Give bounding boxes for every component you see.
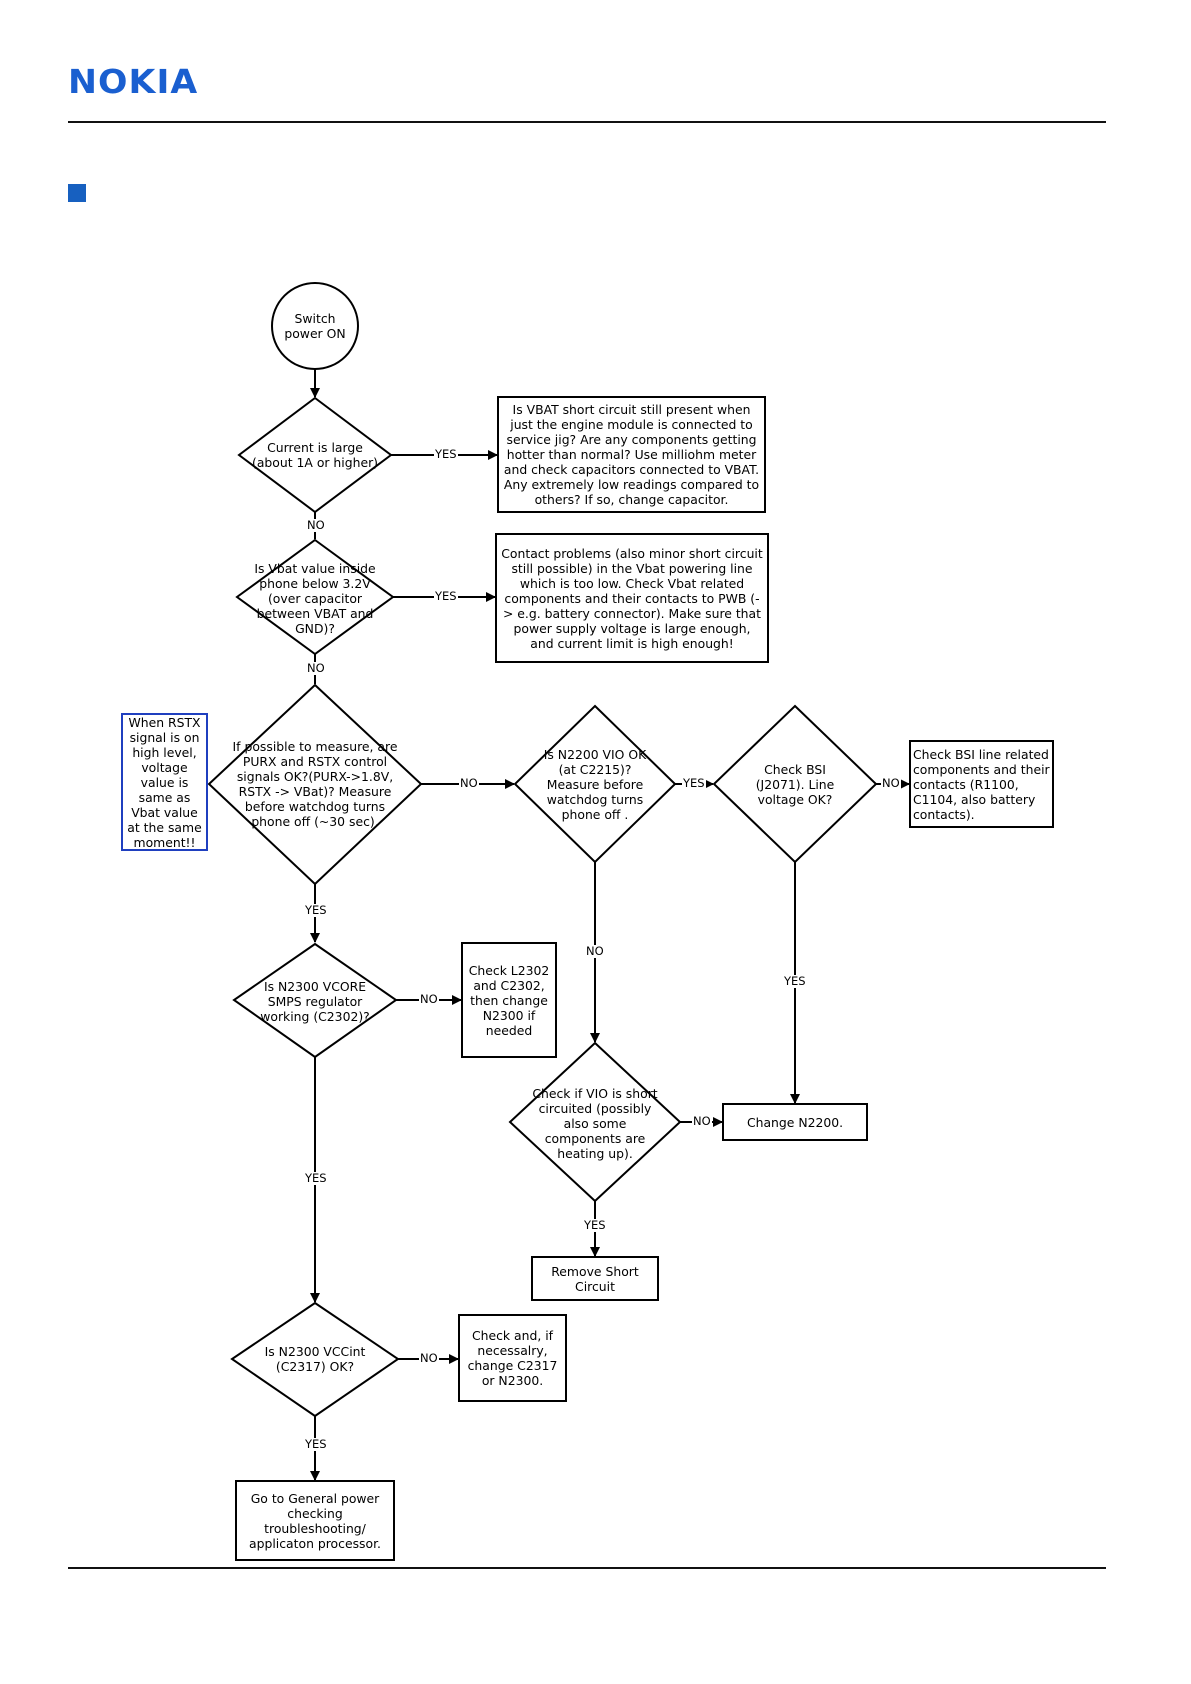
start-node: Switch power ON bbox=[284, 311, 346, 341]
edge-label-purx-no: NO bbox=[459, 776, 479, 790]
edge-label-current-yes: YES bbox=[434, 447, 458, 461]
decision-purx-rstx: If possible to measure, are PURX and RST… bbox=[232, 739, 398, 829]
box-change-n2200-shape bbox=[722, 1103, 868, 1141]
edge-label-n2200-no: NO bbox=[585, 944, 605, 958]
decision-n2200-vio: Is N2200 VIO OK (at C2215)? Measure befo… bbox=[543, 746, 647, 822]
edge-label-bsi-yes: YES bbox=[783, 974, 807, 988]
edge-label-vbat-no: NO bbox=[306, 661, 326, 675]
box-l2302-shape bbox=[461, 942, 557, 1058]
box-remove-short-circuit: Remove Short Circuit bbox=[551, 1263, 639, 1294]
edge-label-current-no: NO bbox=[306, 518, 326, 532]
edge-label-vioshort-no: NO bbox=[692, 1114, 712, 1128]
decision-bsi: Check BSI (J2071). Line voltage OK? bbox=[755, 761, 835, 807]
decision-vbat-value: Is Vbat value inside phone below 3.2V (o… bbox=[254, 560, 376, 636]
edge-label-n2200-yes: YES bbox=[682, 776, 706, 790]
decision-current-large: Current is large (about 1A or higher) bbox=[252, 440, 378, 470]
decision-vccint: Is N2300 VCCint (C2317) OK? bbox=[264, 1344, 366, 1374]
edge-label-vcore-yes: YES bbox=[304, 1171, 328, 1185]
edge-label-vccint-no: NO bbox=[419, 1351, 439, 1365]
decision-vio-short: Check if VIO is short circuited (possibl… bbox=[532, 1085, 658, 1161]
box-change-n2200: Change N2200. bbox=[746, 1114, 844, 1130]
box-vbat-short-circuit: Is VBAT short circuit still present when… bbox=[503, 402, 760, 507]
box-vbat-short-shape bbox=[497, 396, 766, 513]
nokia-logo: NOKIA bbox=[68, 62, 199, 101]
box-general-shape bbox=[235, 1480, 395, 1561]
edge-label-vioshort-yes: YES bbox=[583, 1218, 607, 1232]
edge-label-vccint-yes: YES bbox=[304, 1437, 328, 1451]
box-contact-problems: Contact problems (also minor short circu… bbox=[501, 545, 763, 651]
note-rstx: When RSTX signal is on high level, volta… bbox=[121, 713, 208, 851]
box-general-power: Go to General power checking troubleshoo… bbox=[249, 1490, 381, 1551]
box-bsi-shape bbox=[909, 740, 1054, 828]
box-contact-shape bbox=[495, 533, 769, 663]
footer-divider bbox=[68, 1567, 1106, 1569]
edge-label-purx-yes: YES bbox=[304, 903, 328, 917]
box-remove-short-shape bbox=[531, 1256, 659, 1301]
box-check-c2317: Check and, if necessalry, change C2317 o… bbox=[467, 1328, 558, 1388]
box-check-l2302: Check L2302 and C2302, then change N2300… bbox=[468, 962, 550, 1038]
edge-label-vcore-no: NO bbox=[419, 992, 439, 1006]
decision-vcore-smps: Is N2300 VCORE SMPS regulator working (C… bbox=[260, 978, 370, 1024]
section-marker bbox=[68, 184, 86, 202]
header-divider bbox=[68, 121, 1106, 123]
edge-label-vbat-yes: YES bbox=[434, 589, 458, 603]
box-bsi-components: Check BSI line related components and th… bbox=[913, 747, 1050, 822]
edge-label-bsi-no: NO bbox=[881, 776, 901, 790]
box-check-c2317-shape bbox=[458, 1314, 567, 1402]
